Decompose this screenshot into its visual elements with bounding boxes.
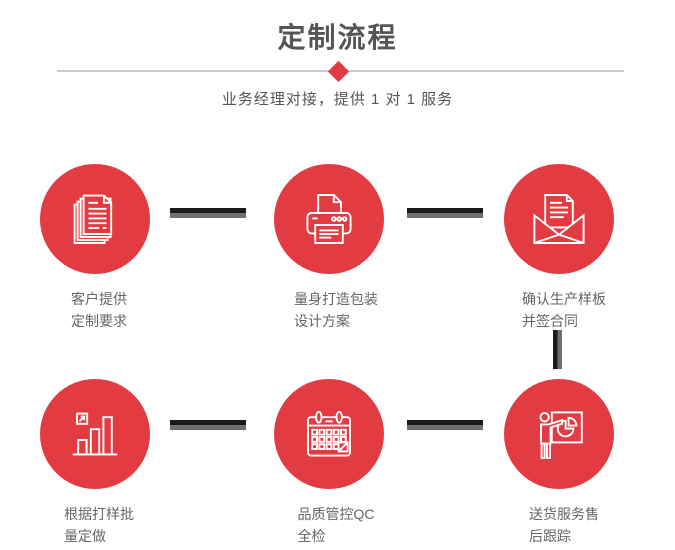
step-label-2-line1: 量身打造包装 — [294, 291, 378, 307]
step-circle-4 — [40, 379, 150, 489]
step-label-4-line2: 量定做 — [64, 528, 106, 544]
step-circle-6 — [504, 379, 614, 489]
printer-icon — [306, 194, 352, 244]
subtitle: 业务经理对接，提供 1 对 1 服务 — [221, 91, 454, 108]
step-label-1-line1: 客户提供 — [71, 291, 127, 307]
step-label-1: 客户提供 定制要求 — [71, 288, 127, 332]
connector-step5-step6 — [407, 420, 483, 430]
step-label-2: 量身打造包装 设计方案 — [294, 288, 378, 332]
step-label-2-line2: 设计方案 — [294, 313, 350, 329]
step-circle-3 — [504, 164, 614, 274]
step-label-4-line1: 根据打样批 — [64, 506, 134, 522]
step-label-6-line1: 送货服务售 — [529, 506, 599, 522]
step-label-3-line2: 并签合同 — [522, 313, 578, 329]
step-label-5: 品质管控QC 全检 — [298, 503, 375, 547]
diamond-icon — [327, 60, 350, 83]
documents-icon — [73, 194, 113, 244]
step-circle-2 — [274, 164, 384, 274]
step-label-4: 根据打样批 量定做 — [64, 503, 134, 547]
calendar-icon — [307, 410, 351, 457]
step-label-6: 送货服务售 后跟踪 — [529, 503, 599, 547]
step-label-6-line2: 后跟踪 — [529, 528, 571, 544]
bar-chart-icon — [72, 412, 118, 456]
presentation-icon — [539, 411, 583, 459]
step-label-5-line1: 品质管控QC — [297, 506, 375, 522]
step-label-1-line2: 定制要求 — [71, 313, 127, 329]
step-label-3: 确认生产样板 并签合同 — [522, 288, 606, 332]
connector-step3-step6 — [553, 330, 562, 369]
connector-step1-step2 — [170, 208, 246, 218]
step-label-3-line1: 确认生产样板 — [522, 291, 606, 307]
step-circle-5 — [274, 379, 384, 489]
connector-step2-step3 — [407, 208, 483, 218]
step-label-5-line2: 全检 — [297, 528, 326, 544]
page-title: 定制流程 — [277, 22, 398, 53]
step-circle-1 — [40, 164, 150, 274]
envelope-icon — [533, 194, 585, 244]
connector-step4-step5 — [170, 420, 246, 430]
